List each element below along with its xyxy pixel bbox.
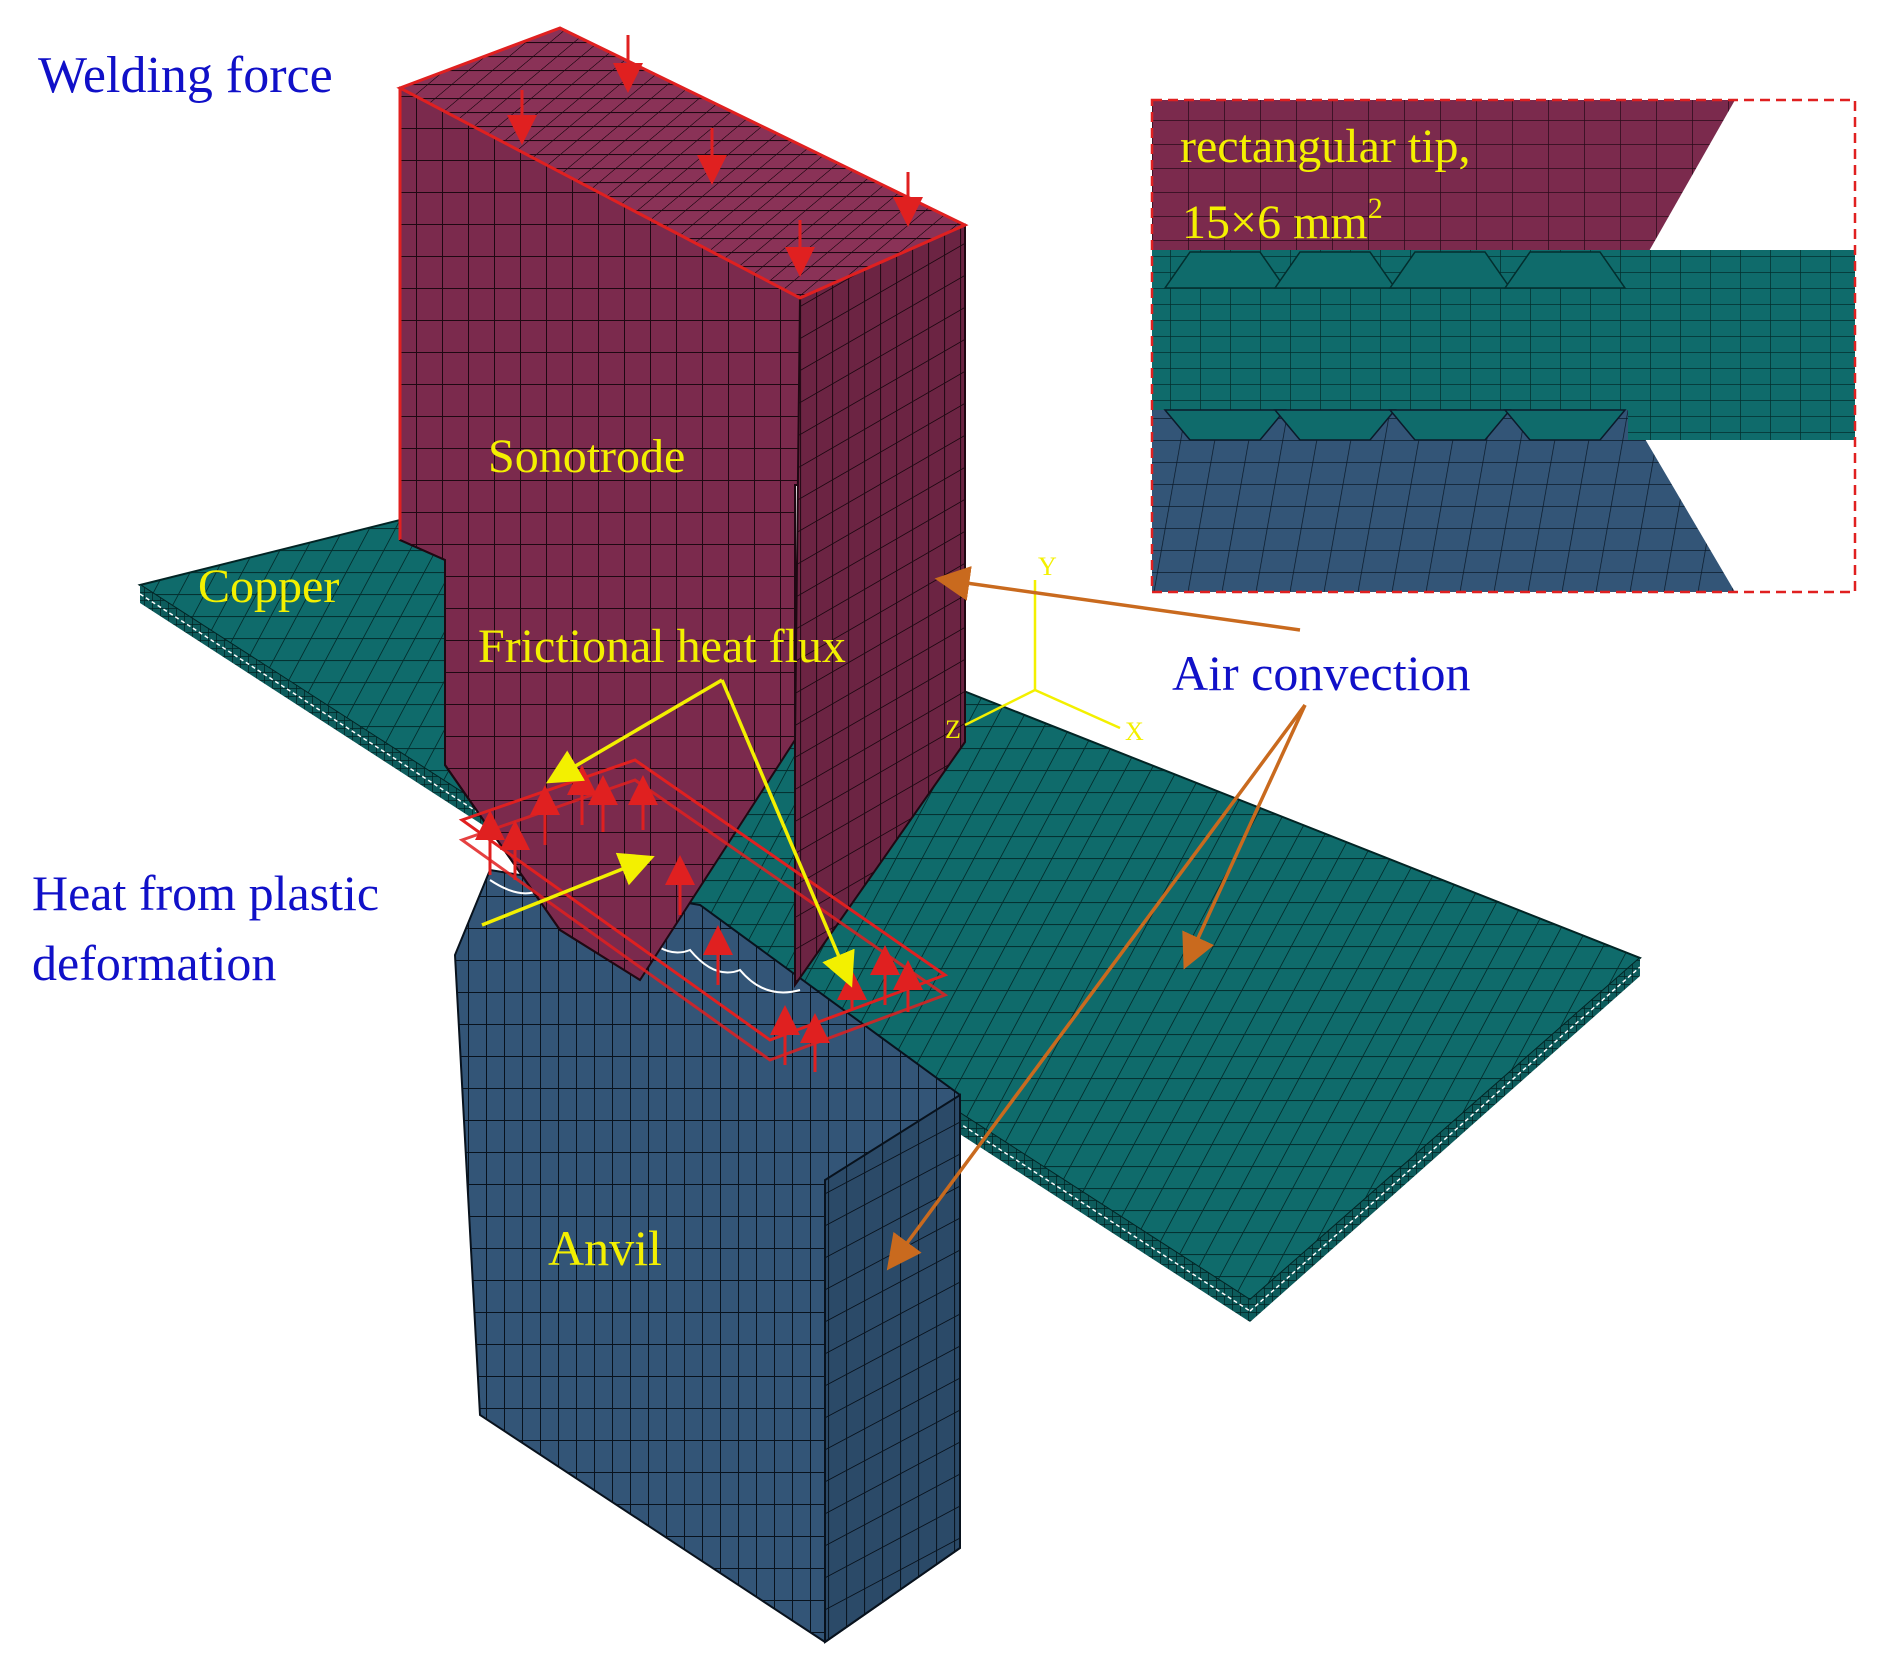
- air-convection-pointers: [886, 566, 1307, 1271]
- axis-z-label: Z: [945, 715, 961, 744]
- plastic-heat-pointer: [481, 852, 655, 927]
- inset-label-line1: rectangular tip,: [1180, 120, 1471, 173]
- label-air-convection: Air convection: [1172, 645, 1471, 701]
- axis-y-label: Y: [1038, 552, 1057, 581]
- label-frictional-heat-flux: Frictional heat flux: [478, 620, 846, 673]
- inset-label-line2: 15×6 mm2: [1182, 192, 1383, 249]
- coordinate-triad: [964, 580, 1121, 730]
- label-sonotrode: Sonotrode: [488, 430, 685, 483]
- inset-label-superscript: 2: [1368, 192, 1383, 225]
- label-heat-plastic-line1: Heat from plastic: [32, 865, 379, 921]
- frictional-heat-pointers: [545, 678, 855, 988]
- sonotrode-block: [396, 26, 969, 989]
- axis-x-label: X: [1125, 717, 1144, 746]
- contact-heat-arrows: [475, 765, 923, 1072]
- label-heat-plastic-line2: deformation: [32, 935, 276, 991]
- label-anvil: Anvil: [548, 1220, 662, 1276]
- label-welding-force: Welding force: [38, 47, 333, 104]
- label-copper: Copper: [198, 560, 339, 613]
- welding-force-arrows: [507, 35, 923, 277]
- tip-detail-inset: [1150, 98, 1857, 594]
- inset-label-main: 15×6 mm: [1182, 196, 1368, 249]
